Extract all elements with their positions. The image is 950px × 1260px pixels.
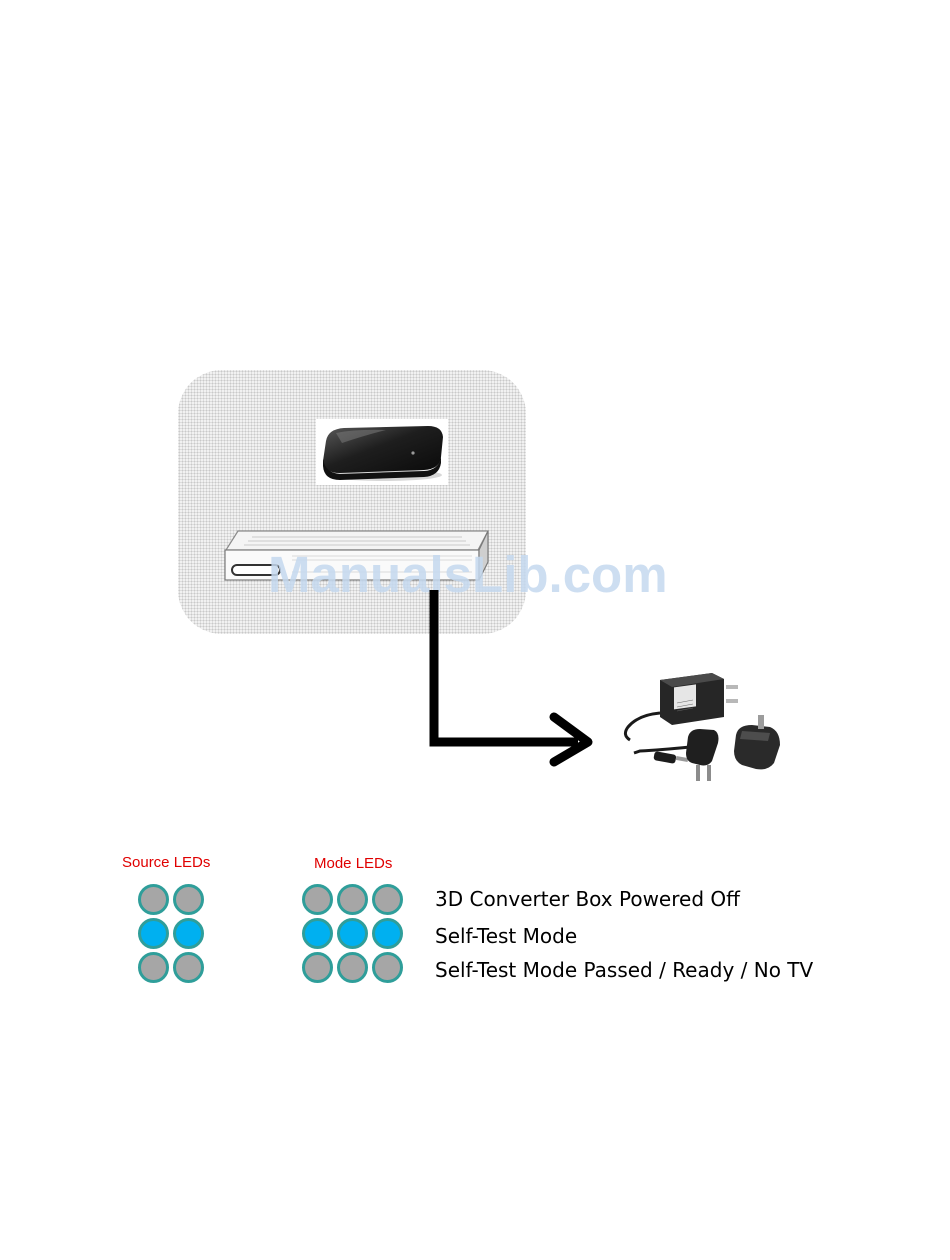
power-adapter-photo — [620, 665, 800, 790]
source-led-1-2 — [173, 884, 204, 915]
mode-leds-title: Mode LEDs — [314, 855, 392, 872]
cable-arrow-icon — [420, 590, 605, 770]
mode-led-3-2 — [337, 952, 368, 983]
mode-led-1-2 — [337, 884, 368, 915]
mode-led-1-1 — [302, 884, 333, 915]
source-led-1-1 — [138, 884, 169, 915]
mode-led-3-1 — [302, 952, 333, 983]
mode-led-2-2 — [337, 918, 368, 949]
source-led-3-1 — [138, 952, 169, 983]
source-led-2-2 — [173, 918, 204, 949]
state-label-ready: Self-Test Mode Passed / Ready / No TV — [435, 958, 813, 982]
mode-led-3-3 — [372, 952, 403, 983]
mode-led-1-3 — [372, 884, 403, 915]
mode-led-2-3 — [372, 918, 403, 949]
source-led-2-1 — [138, 918, 169, 949]
media-player-photo — [316, 419, 448, 485]
mode-led-2-1 — [302, 918, 333, 949]
state-label-self-test: Self-Test Mode — [435, 924, 577, 948]
source-leds-title: Source LEDs — [122, 854, 210, 871]
source-led-3-2 — [173, 952, 204, 983]
state-label-powered-off: 3D Converter Box Powered Off — [435, 887, 740, 911]
